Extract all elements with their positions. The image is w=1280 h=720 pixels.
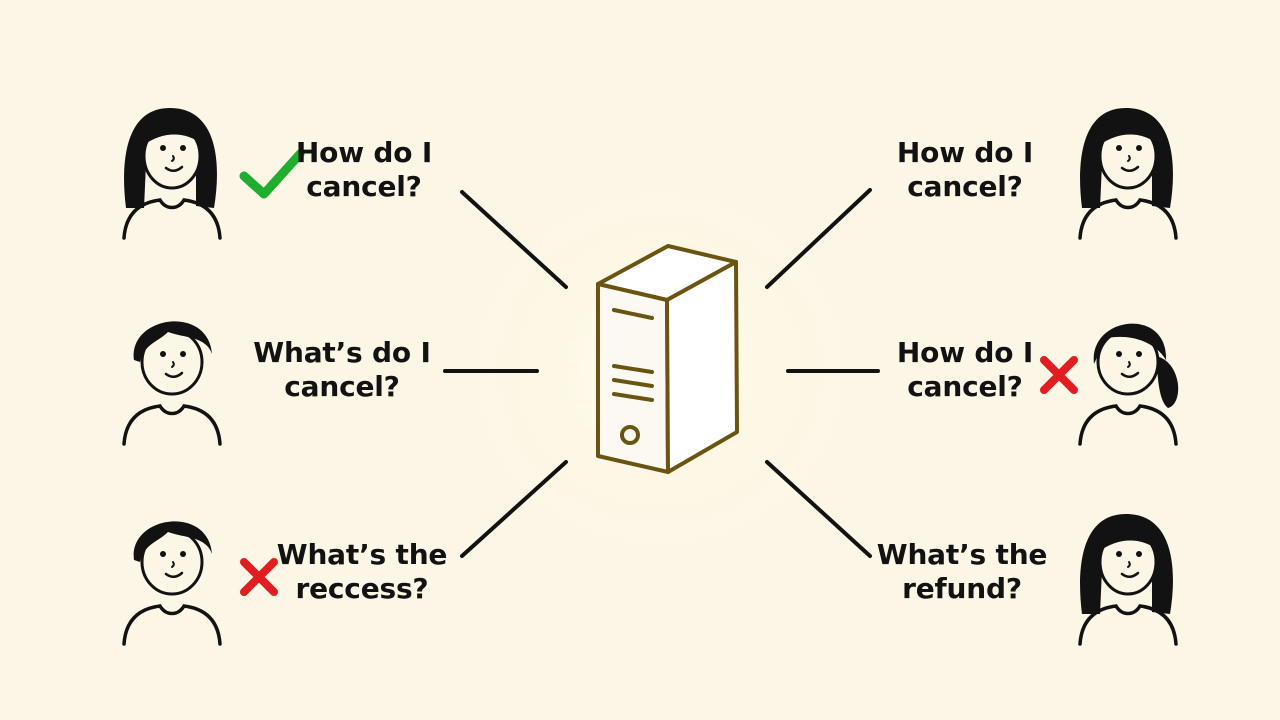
question-line-1: How do I bbox=[896, 136, 1034, 169]
person-long-hair-icon bbox=[122, 108, 222, 240]
question-line-2: cancel? bbox=[284, 370, 400, 403]
person-short-hair-icon bbox=[122, 521, 222, 646]
question-left-mid: What’s do I cancel? bbox=[232, 336, 452, 404]
question-right-mid: How do I cancel? bbox=[855, 336, 1075, 404]
person-long-hair-icon bbox=[1078, 514, 1178, 646]
connector-right-bot bbox=[765, 460, 872, 558]
connector-left-bot bbox=[460, 460, 568, 558]
question-line-1: What’s the bbox=[876, 538, 1048, 571]
question-right-top: How do I cancel? bbox=[855, 136, 1075, 204]
question-right-bot: What’s the refund? bbox=[852, 538, 1072, 606]
question-line-1: What’s the bbox=[276, 538, 448, 571]
connector-left-top bbox=[460, 190, 568, 289]
cross-icon bbox=[240, 558, 278, 596]
question-left-top: How do I cancel? bbox=[254, 136, 474, 204]
connector-right-top bbox=[765, 188, 872, 289]
question-line-1: How do I bbox=[295, 136, 433, 169]
person-ponytail-icon bbox=[1078, 323, 1179, 446]
person-long-hair-icon bbox=[1078, 108, 1178, 240]
question-left-bot: What’s the reccess? bbox=[252, 538, 472, 606]
question-line-2: reccess? bbox=[295, 572, 429, 605]
question-line-2: cancel? bbox=[907, 370, 1023, 403]
cross-icon bbox=[1040, 356, 1078, 394]
person-short-hair-icon bbox=[122, 321, 222, 446]
question-line-1: What’s do I bbox=[253, 336, 431, 369]
question-line-2: cancel? bbox=[907, 170, 1023, 203]
question-line-2: cancel? bbox=[306, 170, 422, 203]
question-line-1: How do I bbox=[896, 336, 1034, 369]
check-icon bbox=[239, 149, 305, 199]
question-line-2: refund? bbox=[902, 572, 1022, 605]
